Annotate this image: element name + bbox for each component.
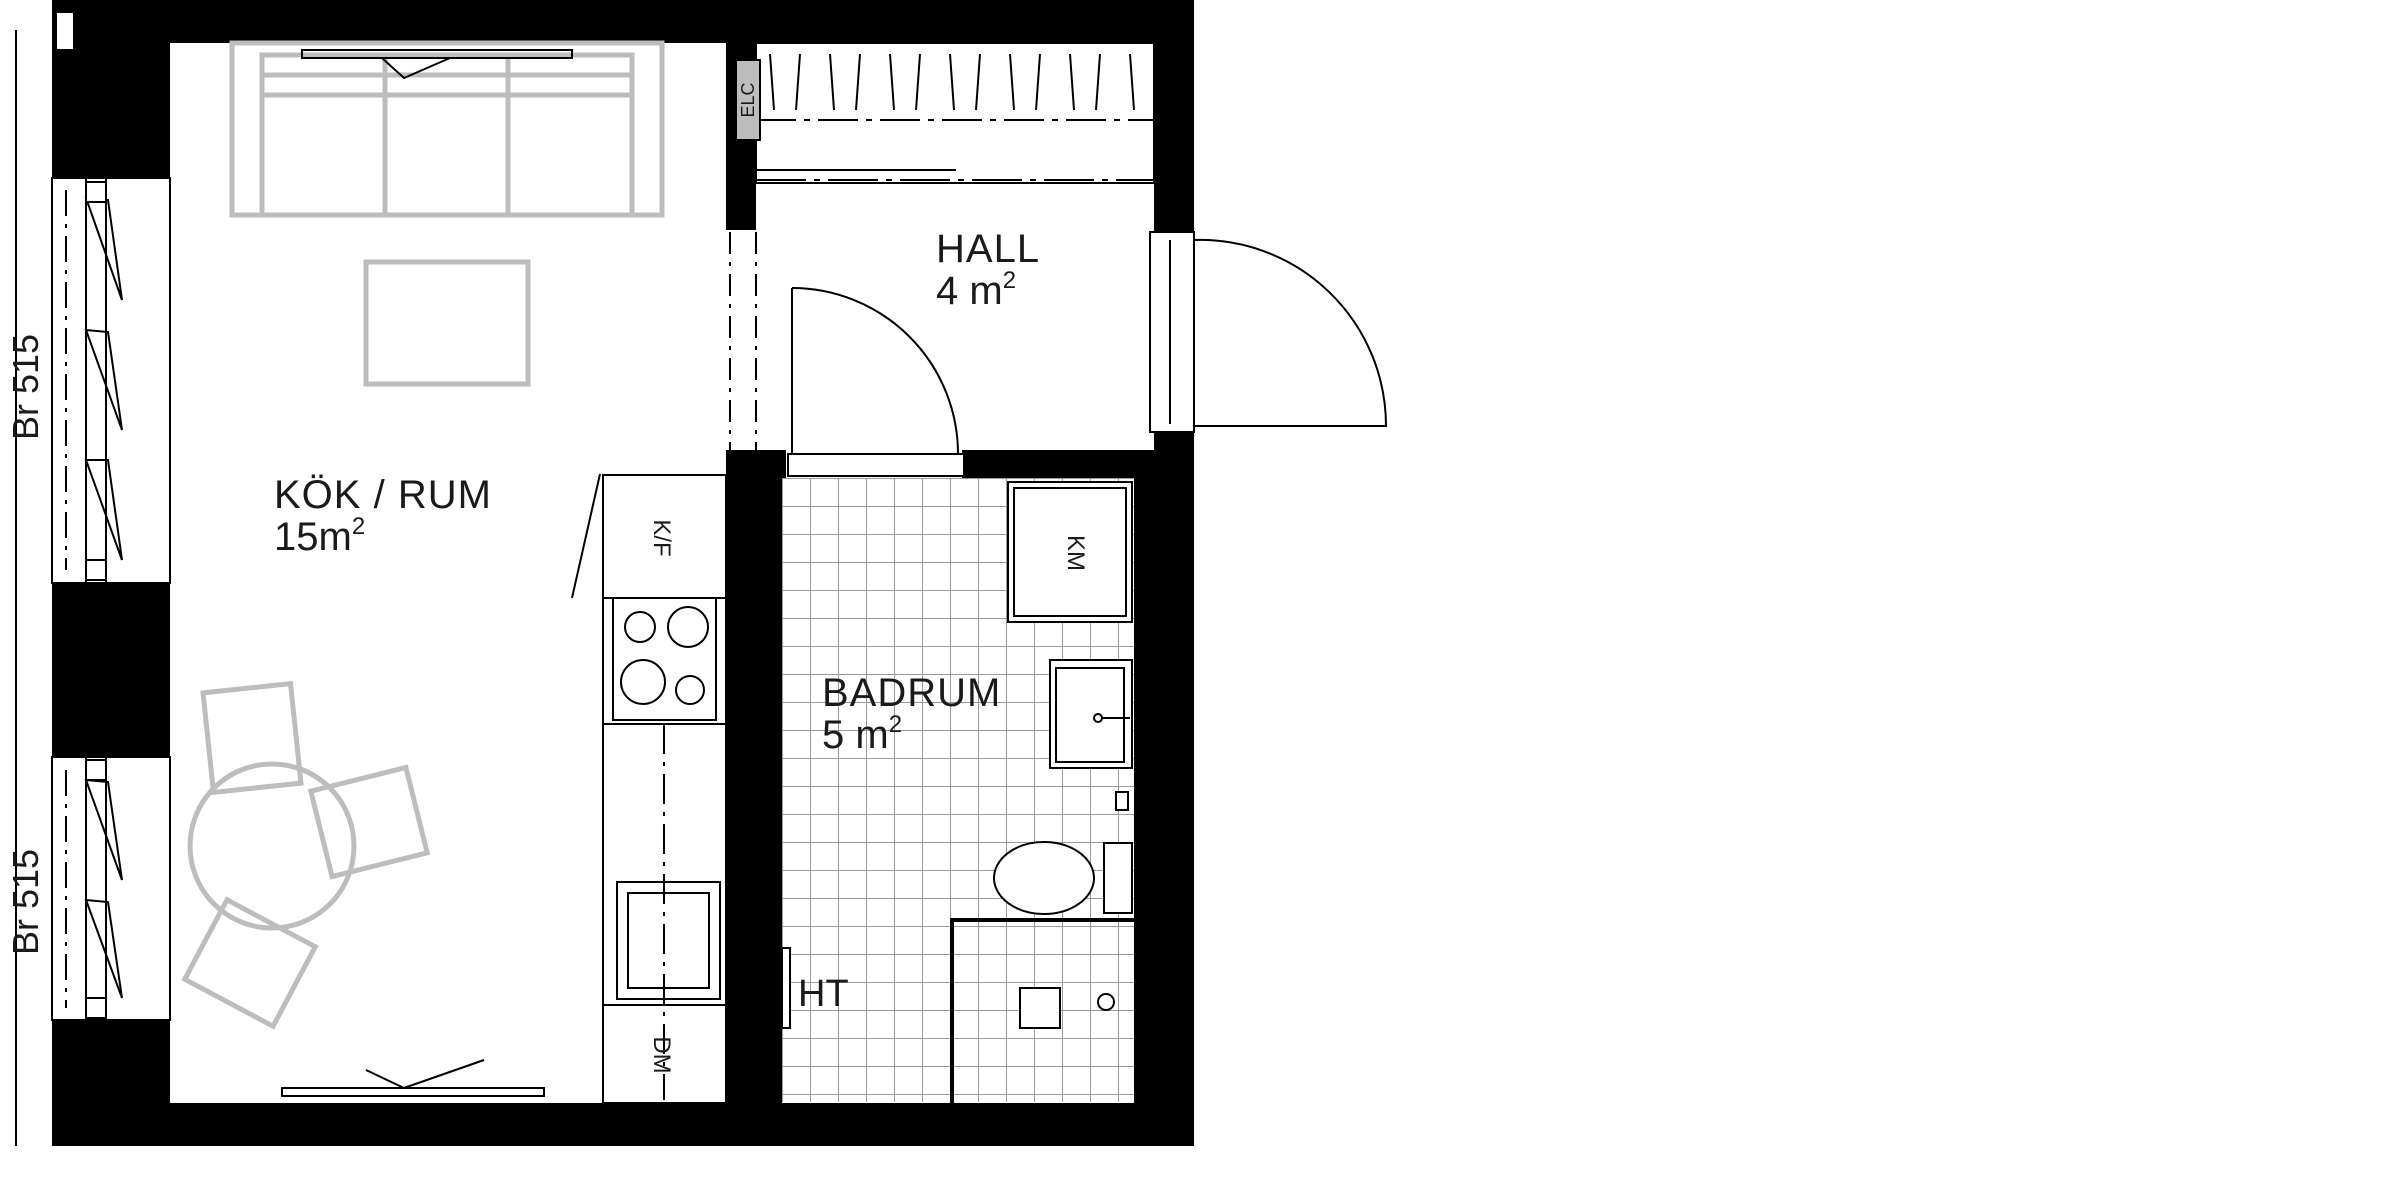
kitchen-counter (602, 474, 727, 1104)
electric-cabinet-label: ELC (738, 82, 758, 117)
room-name-kok-rum: KÖK / RUM (274, 473, 492, 517)
window-lower (51, 756, 171, 1021)
wall-bath-north (726, 450, 786, 478)
washing-machine: KM (1007, 481, 1133, 623)
fridge-label: K/F (648, 519, 675, 556)
sofa (229, 40, 665, 218)
tv-unit-bottom (281, 1059, 545, 1097)
wall-left-bottom-pier (74, 1020, 170, 1146)
stove (612, 597, 717, 721)
tv-unit-top (301, 49, 573, 80)
room-name-hall: HALL (936, 227, 1040, 271)
shower (950, 791, 1134, 1103)
coffee-table (363, 259, 531, 387)
wall-bath-west (726, 450, 782, 1146)
room-area-hall-value: 4 m (936, 269, 1003, 313)
room-name-badrum: BADRUM (822, 671, 1001, 715)
wall-top (52, 0, 1194, 43)
dining-set (181, 680, 431, 1030)
heated-towel-rail (781, 947, 791, 1029)
window-upper (51, 177, 171, 584)
fridge: K/F (571, 473, 675, 599)
wall-left-mid-pier (74, 583, 170, 757)
dishwasher-label: DM (648, 1036, 675, 1073)
washbasin (1049, 659, 1133, 769)
left-frame (15, 11, 75, 1146)
room-area-hall: 4 m2 (936, 267, 1016, 313)
wall-right-upper (1154, 0, 1194, 232)
toilet (993, 841, 1133, 915)
hall-opening (729, 232, 757, 450)
wardrobe (755, 42, 1155, 184)
wall-bottom (52, 1103, 1194, 1146)
sink (616, 881, 721, 1000)
room-area-hall-sup: 2 (1003, 267, 1016, 294)
wall-bath-east (1134, 478, 1154, 1146)
room-area-kok-rum: 15m2 (274, 513, 365, 559)
bathroom-door (787, 287, 965, 477)
wall-left-top-pier (74, 0, 170, 178)
room-area-badrum-value: 5 m (822, 713, 889, 757)
room-area-badrum: 5 m2 (822, 711, 902, 757)
room-area-kok-rum-value: 15m (274, 515, 352, 559)
room-area-badrum-sup: 2 (889, 711, 902, 738)
window-lower-width-label: Br 515 (5, 849, 46, 955)
entrance-door (1149, 231, 1388, 433)
electric-cabinet: ELC (735, 59, 761, 141)
wall-right-lower (1154, 432, 1194, 1146)
heated-towel-label: HT (798, 973, 849, 1015)
room-area-kok-rum-sup: 2 (352, 513, 365, 540)
window-upper-width-label: Br 515 (5, 334, 46, 440)
washing-machine-label: KM (1062, 535, 1089, 571)
